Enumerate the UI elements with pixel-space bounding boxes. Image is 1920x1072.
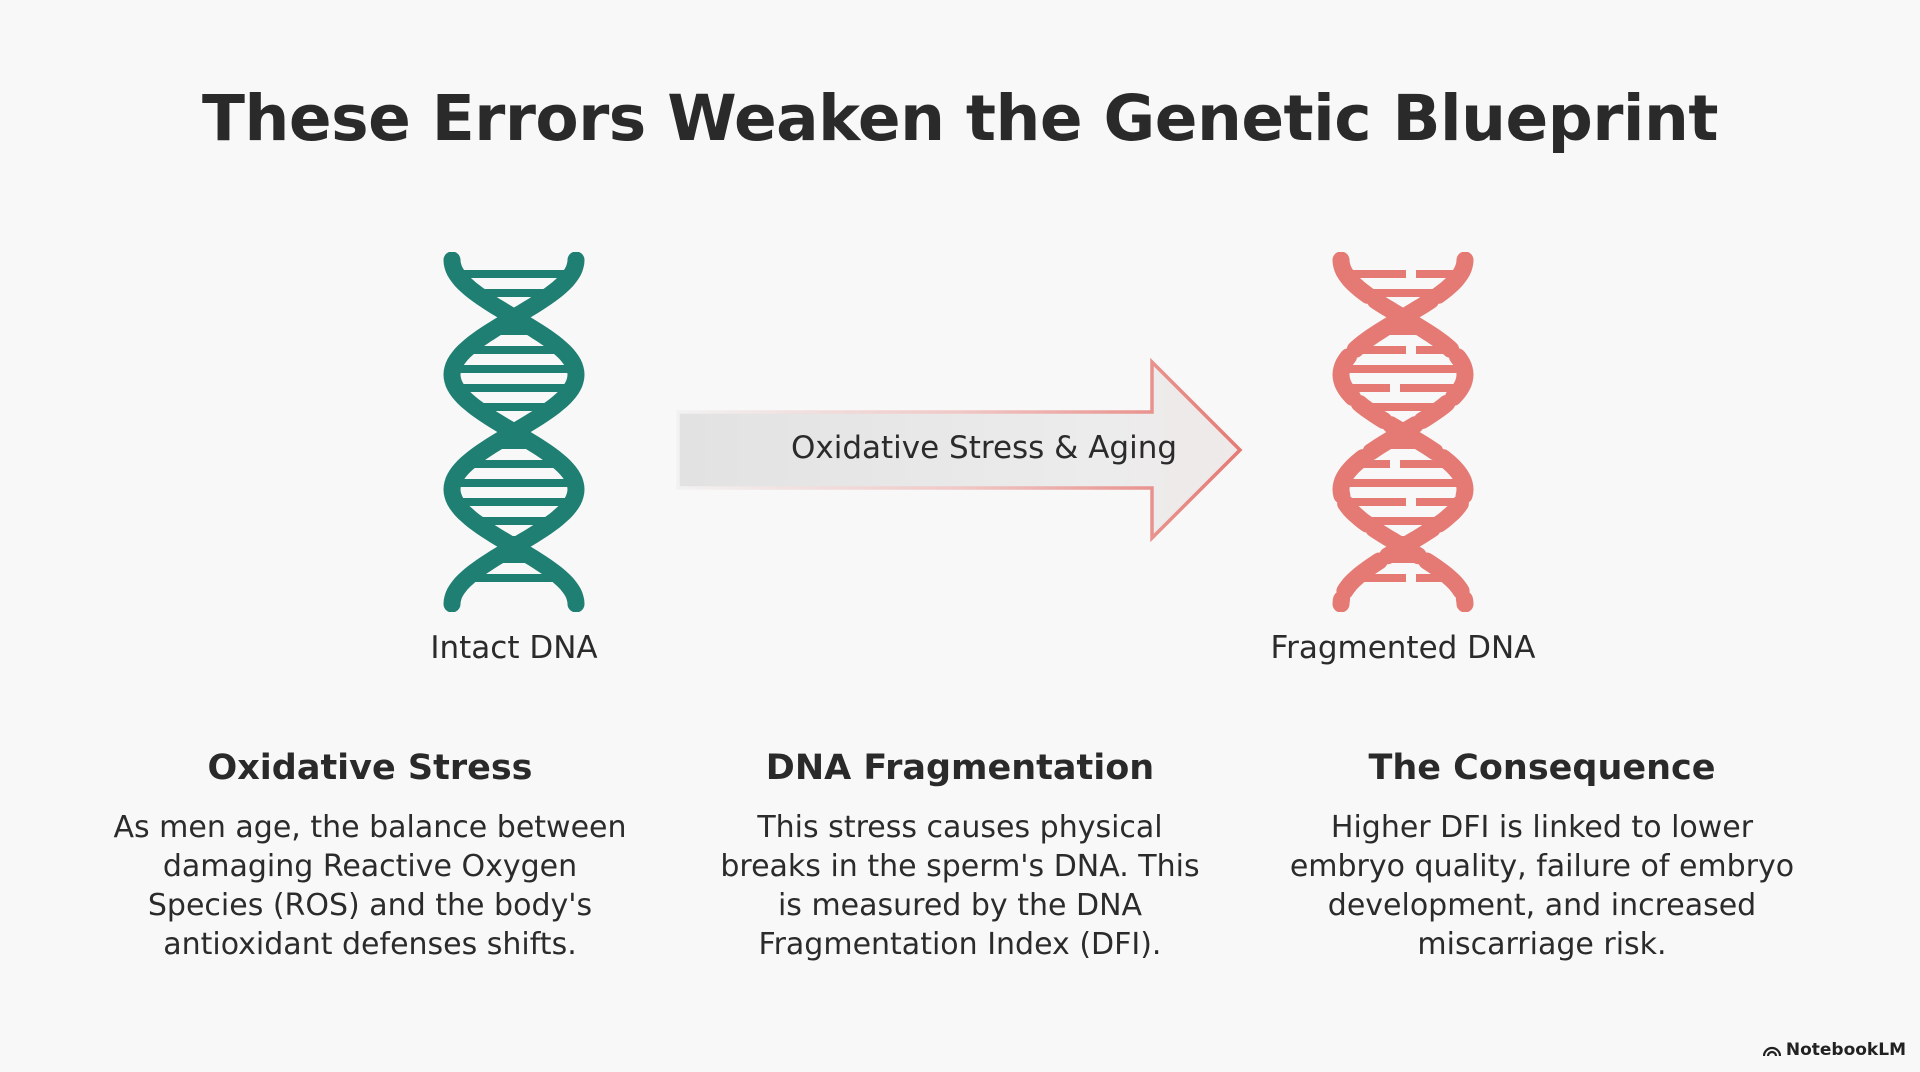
brand-name: NotebookLM	[1785, 1040, 1906, 1060]
brand-logo: NotebookLM	[1762, 1040, 1906, 1060]
column-oxidative-stress: Oxidative Stress As men age, the balance…	[100, 748, 640, 964]
column-line: miscarriage risk.	[1417, 927, 1667, 962]
slide-title: These Errors Weaken the Genetic Blueprin…	[202, 82, 1718, 155]
column-line: Higher DFI is linked to lower	[1330, 810, 1754, 845]
column-body: This stress causes physical breaks in th…	[690, 808, 1230, 964]
column-dna-fragmentation: DNA Fragmentation This stress causes phy…	[690, 748, 1230, 964]
fragmented-dna-icon	[1323, 252, 1483, 612]
intact-dna-label: Intact DNA	[430, 630, 598, 666]
notebooklm-icon	[1762, 1046, 1781, 1057]
column-heading: DNA Fragmentation	[765, 748, 1155, 788]
column-line: This stress causes physical	[757, 810, 1163, 845]
column-heading: The Consequence	[1368, 748, 1716, 788]
arrow-label: Oxidative Stress & Aging	[790, 430, 1178, 466]
process-arrow: Oxidative Stress & Aging	[676, 358, 1246, 542]
column-line: embryo quality, failure of embryo	[1289, 849, 1795, 884]
column-line: development, and increased	[1327, 888, 1757, 923]
column-line: As men age, the balance between	[113, 810, 627, 845]
column-line: Species (ROS) and the body's	[147, 888, 593, 923]
dna-strand	[1332, 252, 1474, 612]
dna-strand	[443, 252, 585, 612]
column-body: Higher DFI is linked to lower embryo qua…	[1272, 808, 1812, 964]
column-heading: Oxidative Stress	[207, 748, 533, 788]
fragmented-dna-label: Fragmented DNA	[1270, 630, 1536, 666]
column-consequence: The Consequence Higher DFI is linked to …	[1272, 748, 1812, 964]
column-line: Fragmentation Index (DFI).	[758, 927, 1162, 962]
intact-dna-icon	[434, 252, 594, 612]
column-line: damaging Reactive Oxygen	[162, 849, 578, 884]
column-body: As men age, the balance between damaging…	[100, 808, 640, 964]
column-line: breaks in the sperm's DNA. This	[720, 849, 1200, 884]
column-line: antioxidant defenses shifts.	[163, 927, 577, 962]
column-line: is measured by the DNA	[777, 888, 1143, 923]
